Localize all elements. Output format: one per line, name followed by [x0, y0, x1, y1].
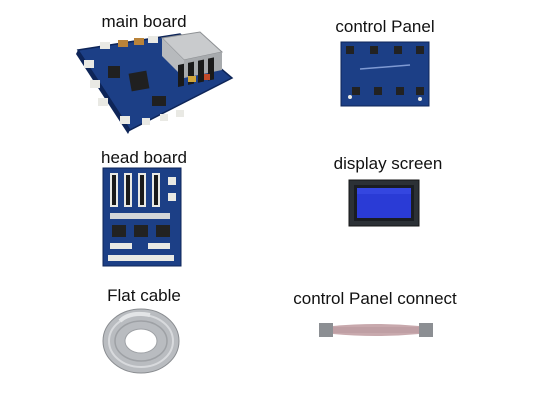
display-screen-label: display screen: [333, 154, 443, 173]
head-board-image: [102, 167, 182, 267]
main-board-label: main board: [101, 12, 187, 31]
display-screen-image: [348, 179, 420, 227]
flat-cable-image: [100, 303, 182, 375]
control-panel-connect-label: control Panel connect: [293, 289, 457, 308]
control-panel-image: [340, 41, 430, 107]
flat-cable-label: Flat cable: [107, 286, 181, 305]
main-board-image: [70, 30, 235, 135]
control-panel-label: control Panel: [335, 17, 435, 36]
control-panel-connect-image: [317, 315, 435, 345]
head-board-label: head board: [100, 148, 188, 167]
